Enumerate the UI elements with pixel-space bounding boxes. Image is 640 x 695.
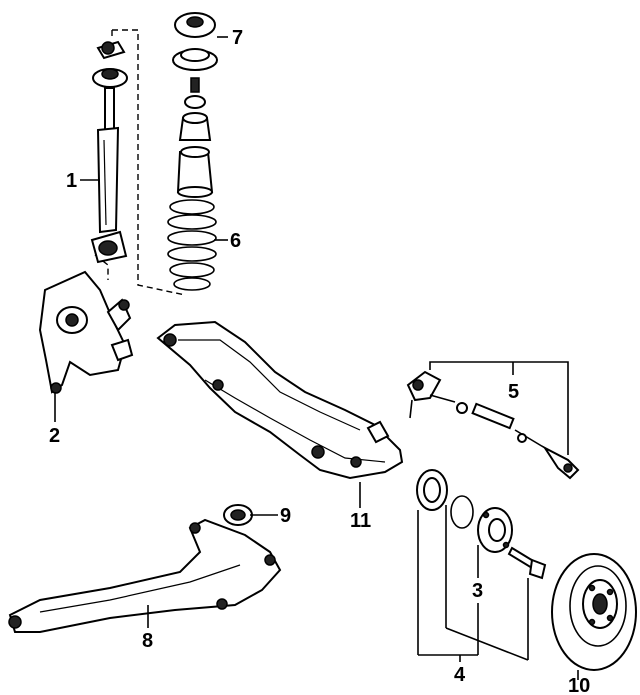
callout-4: 4: [454, 664, 466, 686]
callout-1: 1: [66, 170, 77, 192]
callout-10: 10: [568, 675, 590, 695]
lateral-link: [406, 370, 580, 480]
callout-9: 9: [280, 505, 291, 527]
brake-rotor: [551, 553, 637, 671]
callout-2: 2: [49, 425, 60, 447]
hub-bolt: [507, 546, 547, 580]
trailing-arm: [8, 518, 282, 633]
knuckle: [38, 270, 134, 394]
coil-spring: [167, 199, 217, 291]
callout-7: 7: [232, 27, 243, 49]
callout-3: 3: [472, 580, 483, 602]
callout-8: 8: [142, 630, 153, 652]
callout-11: 11: [350, 510, 371, 532]
leader-lines: [54, 36, 579, 680]
snap-ring: [450, 495, 474, 529]
hub: [477, 507, 513, 553]
bushing: [223, 504, 253, 526]
callout-6: 6: [230, 230, 241, 252]
upper-mount: [172, 12, 218, 141]
shock-absorber: [90, 40, 128, 264]
subframe: [156, 320, 404, 480]
wheel-bearing: [416, 469, 448, 511]
dust-boot: [176, 146, 214, 198]
callout-5: 5: [508, 381, 519, 403]
